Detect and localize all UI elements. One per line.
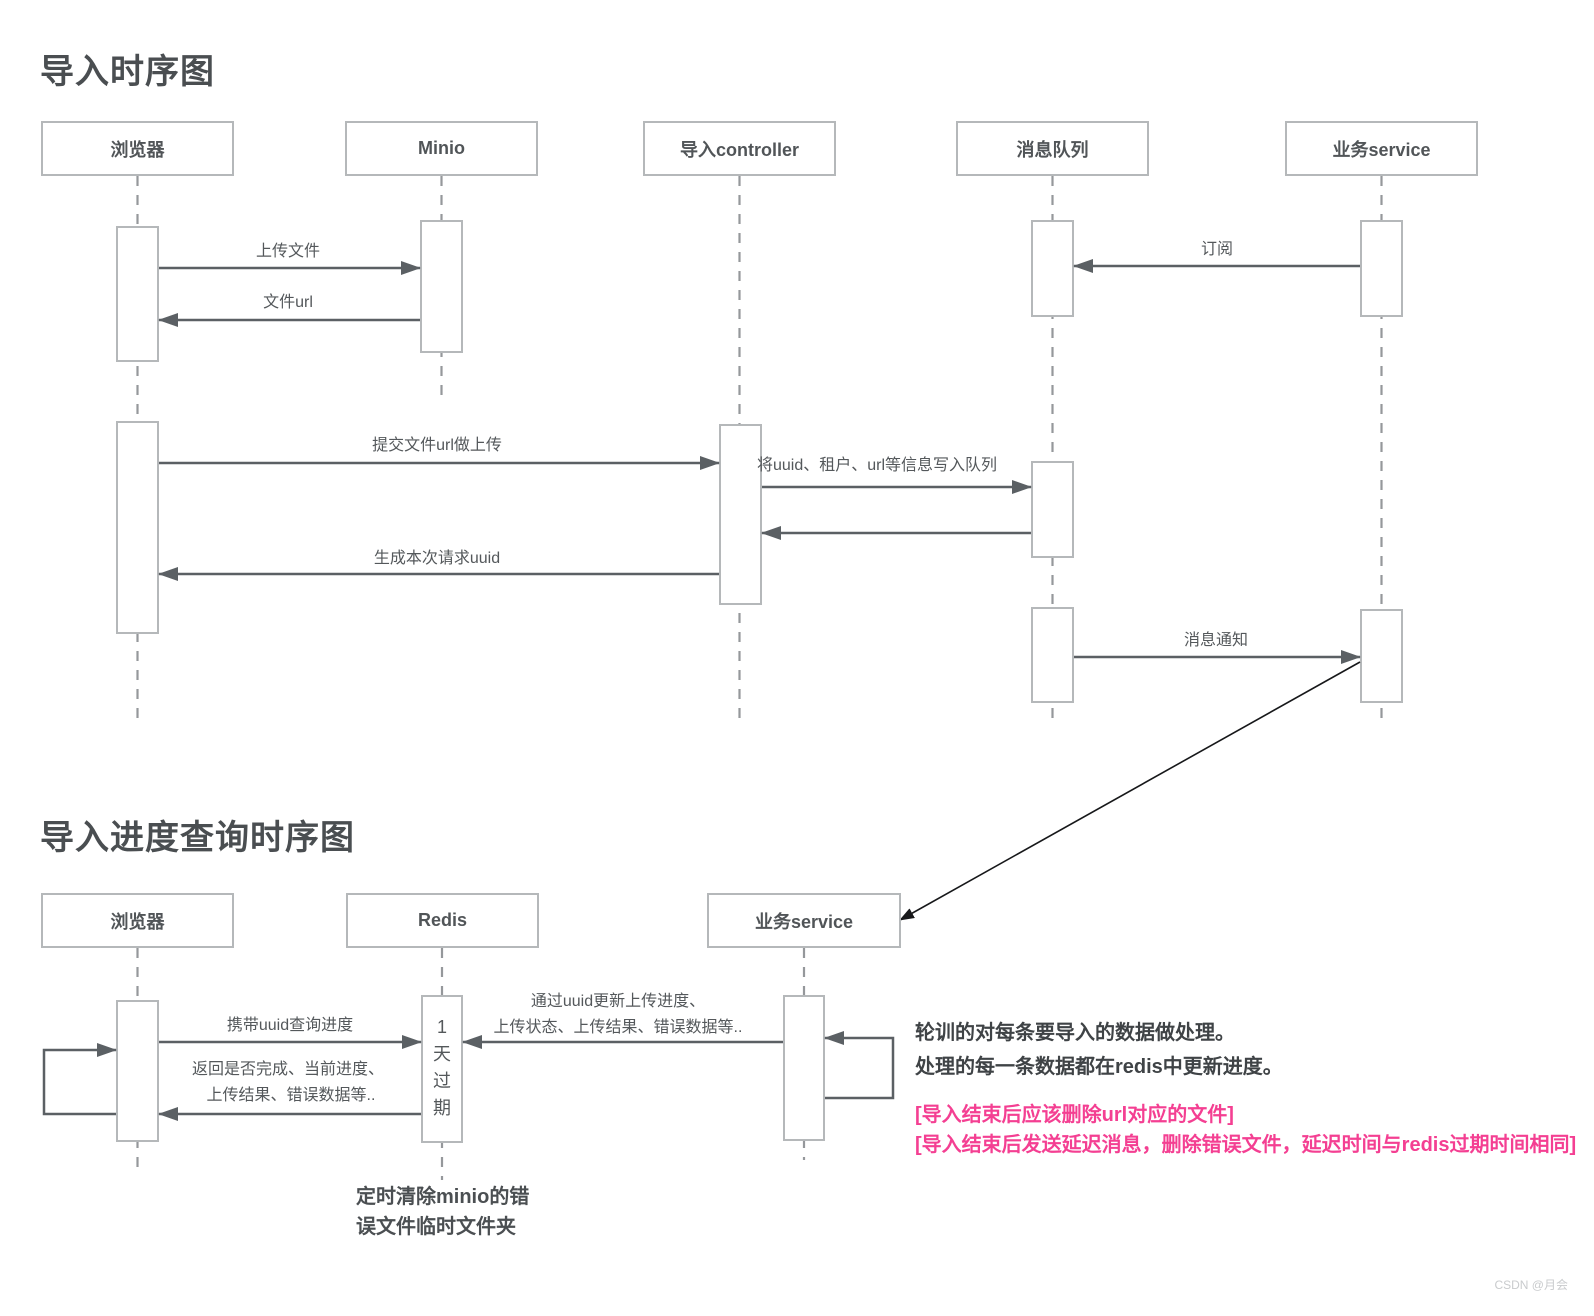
participant-label: 消息队列 (1016, 139, 1089, 160)
label-write-queue: 将uuid、租户、url等信息写入队列 (757, 457, 998, 474)
note-pink-line1: [导入结束后应该删除url对应的文件] (915, 1104, 1234, 1126)
participant-browser-2: 浏览器 (41, 893, 234, 948)
label-return-line2: 上传结果、错误数据等.. (206, 1087, 376, 1104)
participant-label: 浏览器 (110, 911, 165, 932)
note-polling-line2: 处理的每一条数据都在redis中更新进度。 (915, 1056, 1283, 1078)
diagram1-title: 导入时序图 (40, 53, 215, 91)
participant-import-controller: 导入controller (643, 121, 836, 176)
participant-redis: Redis (346, 893, 539, 948)
activation-browser-query (116, 1000, 159, 1142)
arrow-notify-to-service-diagram2 (899, 661, 1361, 921)
activation-browser-upload (116, 226, 159, 362)
participant-label: 导入controller (679, 139, 799, 160)
participant-label: 业务service (754, 911, 854, 932)
self-loop-browser (42, 1043, 117, 1116)
participant-business-service-2: 业务service (707, 893, 901, 948)
note-cleanup-minio: 定时清除minio的错误文件临时文件夹 (356, 1186, 530, 1238)
activation-service-subscribe (1360, 220, 1403, 317)
diagram2-title: 导入进度查询时序图 (40, 819, 355, 857)
activation-controller (719, 424, 762, 605)
label-redis-expire-note: 1天过期 (433, 1017, 451, 1118)
activation-browser-submit (116, 421, 159, 634)
participant-business-service-1: 业务service (1285, 121, 1478, 176)
self-loop-service (824, 1031, 895, 1100)
label-submit-file-url: 提交文件url做上传 (372, 437, 502, 454)
label-generate-uuid: 生成本次请求uuid (373, 550, 501, 567)
label-upload-file: 上传文件 (255, 243, 321, 260)
label-update-line2: 上传状态、上传结果、错误数据等.. (493, 1019, 743, 1036)
label-return-line1: 返回是否完成、当前进度、 (191, 1061, 385, 1078)
label-message-notify: 消息通知 (1183, 632, 1249, 649)
activation-minio (420, 220, 463, 353)
label-file-url: 文件url (263, 294, 313, 311)
participant-label: 浏览器 (110, 139, 165, 160)
label-query-progress: 携带uuid查询进度 (226, 1017, 354, 1034)
activation-queue-write (1031, 461, 1074, 558)
activation-queue-subscribe (1031, 220, 1074, 317)
label-subscribe: 订阅 (1200, 241, 1234, 258)
note-polling-line1: 轮训的对每条要导入的数据做处理。 (915, 1022, 1235, 1044)
participant-label: Minio (418, 138, 465, 158)
participant-minio: Minio (345, 121, 538, 176)
label-update-line1: 通过uuid更新上传进度、 (530, 993, 706, 1010)
activation-service-poll (783, 995, 825, 1141)
watermark: CSDN @月会 (1494, 1278, 1568, 1292)
activation-service-notify (1360, 609, 1403, 703)
participant-browser-1: 浏览器 (41, 121, 234, 176)
note-pink-line2: [导入结束后发送延迟消息，删除错误文件，延迟时间与redis过期时间相同] (915, 1134, 1577, 1156)
participant-label: Redis (417, 910, 468, 930)
participant-label: 业务service (1332, 139, 1431, 160)
activation-queue-notify (1031, 607, 1074, 703)
participant-message-queue: 消息队列 (956, 121, 1149, 176)
